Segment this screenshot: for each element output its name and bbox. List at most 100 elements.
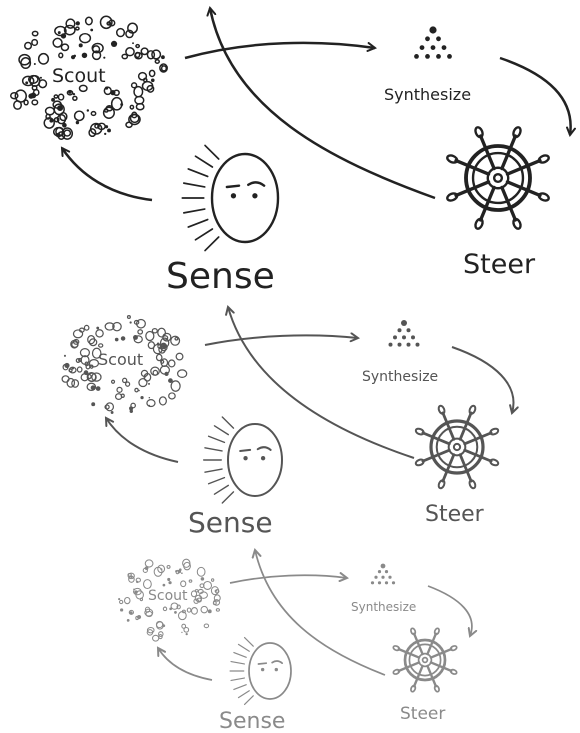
cloud-ring — [203, 623, 210, 629]
cloud-dot — [133, 588, 135, 591]
triangle-dot — [374, 575, 378, 579]
arrow-sense-to-scout — [106, 418, 179, 463]
cloud-ring — [65, 18, 76, 29]
cloud-ring — [72, 329, 84, 339]
cloud-ring — [203, 580, 213, 590]
face-eyebrow — [247, 181, 266, 187]
face-outline — [210, 152, 280, 244]
ship-wheel-icon — [414, 404, 500, 490]
triangle-dot — [406, 342, 411, 347]
cloud-dot — [91, 402, 96, 407]
cloud-dot — [129, 321, 132, 324]
wheel-handle — [410, 684, 417, 693]
cloud-ring — [31, 38, 39, 47]
cloud-ring — [99, 15, 113, 30]
triangle-dot — [384, 570, 389, 574]
dot-cloud-icon — [9, 15, 168, 140]
wheel-handle — [414, 427, 425, 436]
cloud-dot — [148, 404, 151, 407]
cloud-ring — [213, 594, 221, 602]
cloud-dot — [96, 326, 100, 330]
cloud-ring — [130, 402, 136, 409]
cloud-ring — [158, 345, 166, 354]
cloud-dot — [90, 385, 96, 391]
cloud-ring — [63, 24, 76, 36]
cloud-ring — [18, 53, 31, 66]
triangle-dot — [397, 342, 402, 347]
cloud-dot — [168, 378, 173, 383]
synthesize-label: Synthesize — [384, 85, 471, 104]
wheel-rim — [403, 638, 447, 682]
cycle-3: Scout Synthesize Steer Sense — [118, 550, 472, 733]
cloud-ring — [9, 91, 19, 100]
cloud-ring — [175, 569, 180, 575]
triangle-dot — [415, 342, 420, 347]
face-sense-line — [213, 484, 230, 495]
face-icon — [202, 416, 283, 504]
wheel-hub — [486, 166, 510, 190]
wheel-inner-rim — [471, 151, 525, 205]
wheel-handle — [474, 217, 484, 230]
face-eye — [252, 193, 258, 199]
cloud-ring — [142, 579, 152, 590]
wheel-spoke — [478, 134, 496, 171]
cloud-ring — [31, 30, 39, 37]
cloud-ring — [63, 129, 72, 137]
cloud-dot — [168, 581, 172, 585]
cloud-ring — [44, 106, 55, 116]
cloud-ring — [57, 93, 65, 101]
wheel-axle — [452, 442, 462, 452]
cloud-ring — [75, 357, 81, 364]
cloud-ring — [91, 50, 102, 61]
cloud-ring — [24, 41, 33, 50]
arrow-synthesize-to-steer — [451, 346, 513, 413]
cloud-ring — [88, 358, 100, 368]
face-eye — [230, 193, 237, 199]
scout-label: Scout — [148, 588, 188, 604]
cloud-ring — [156, 621, 164, 630]
wheel-spoke — [429, 647, 453, 659]
triangle-dot — [384, 581, 389, 585]
cloud-ring — [61, 127, 74, 140]
cloud-ring — [105, 104, 114, 112]
cloud-dot — [62, 122, 67, 128]
arrow-steer-to-scout — [228, 307, 415, 459]
wheel-spoke — [397, 647, 421, 659]
face-sense-line — [187, 168, 209, 178]
cloud-ring — [53, 94, 59, 99]
cloud-ring — [146, 626, 155, 634]
cloud-ring — [91, 347, 102, 359]
face-sense-line — [237, 690, 250, 699]
wheel-handle — [489, 427, 500, 436]
cloud-ring — [158, 634, 163, 640]
cloud-ring — [188, 579, 193, 583]
cloud-ring — [193, 598, 200, 604]
arrow-scout-to-synthesize — [204, 335, 358, 346]
cloud-dot — [136, 580, 139, 584]
cloud-dot — [200, 577, 205, 581]
cloud-ring — [83, 324, 90, 331]
cloud-dot — [110, 411, 114, 414]
face-outline — [248, 642, 292, 700]
wheel-hub — [417, 652, 433, 668]
dot-triangle-icon — [388, 320, 420, 347]
cycle-2: Scout Synthesize Steer Sense — [61, 307, 513, 539]
cloud-ring — [132, 587, 142, 596]
cloud-ring — [91, 372, 102, 382]
cloud-ring — [53, 116, 60, 123]
triangle-dot — [436, 36, 441, 42]
cloud-ring — [129, 113, 140, 124]
cloud-dot — [120, 608, 124, 612]
wheel-handle — [446, 192, 459, 202]
cloud-ring — [31, 85, 38, 91]
wheel-handle — [392, 668, 401, 675]
wheel-spoke — [505, 158, 542, 176]
triangle-dot — [370, 581, 375, 585]
cloud-dot — [107, 128, 111, 133]
cloud-ring — [125, 29, 134, 39]
cloud-ring — [102, 106, 115, 119]
cloud-ring — [154, 59, 160, 64]
triangle-dot — [425, 54, 430, 59]
arrow-sense-to-scout — [62, 148, 153, 202]
face-sense-line — [204, 447, 223, 452]
